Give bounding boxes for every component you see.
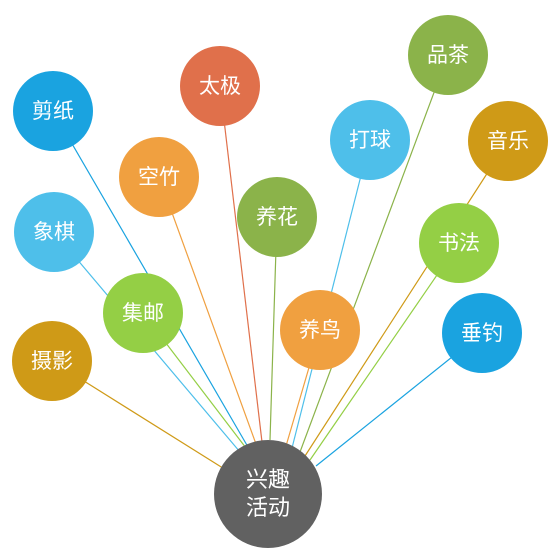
node-taiji[interactable]: 太极 bbox=[180, 46, 260, 126]
node-circle-taiji bbox=[180, 46, 260, 126]
node-label-taiji: 太极 bbox=[199, 74, 241, 98]
node-xiangqi[interactable]: 象棋 bbox=[14, 192, 94, 272]
node-circle-jianzhi bbox=[13, 71, 93, 151]
node-label-yinyue: 音乐 bbox=[487, 129, 529, 153]
node-shufa[interactable]: 书法 bbox=[419, 203, 499, 283]
node-label-shufa: 书法 bbox=[438, 231, 480, 255]
connector-yinyue bbox=[304, 140, 509, 457]
node-label-chuidiao: 垂钓 bbox=[461, 321, 503, 345]
node-label-sheying: 摄影 bbox=[31, 349, 73, 373]
node-circle-yanghua bbox=[237, 177, 317, 257]
node-label-jiyou: 集邮 bbox=[122, 301, 164, 325]
node-yanghua[interactable]: 养花 bbox=[237, 177, 317, 257]
node-label-xiangqi: 象棋 bbox=[33, 220, 75, 244]
node-kongzhu[interactable]: 空竹 bbox=[119, 137, 199, 217]
node-label-yanghua: 养花 bbox=[256, 205, 298, 229]
node-circle-kongzhu bbox=[119, 137, 199, 217]
node-circle-yangniao bbox=[280, 290, 360, 370]
node-circle-yinyue bbox=[468, 101, 548, 181]
center-node-label-line2: 活动 bbox=[246, 496, 290, 521]
node-circle-pincha bbox=[408, 15, 488, 95]
node-daqiu[interactable]: 打球 bbox=[330, 100, 410, 180]
node-label-daqiu: 打球 bbox=[349, 128, 391, 152]
node-jiyou[interactable]: 集邮 bbox=[103, 273, 183, 353]
node-yangniao[interactable]: 养鸟 bbox=[280, 290, 360, 370]
node-circle-xiangqi bbox=[14, 192, 94, 272]
node-chuidiao[interactable]: 垂钓 bbox=[442, 293, 522, 373]
connector-taiji bbox=[219, 85, 263, 443]
node-circle-shufa bbox=[419, 203, 499, 283]
node-yinyue[interactable]: 音乐 bbox=[468, 101, 548, 181]
node-circle-sheying bbox=[12, 321, 92, 401]
connector-pincha bbox=[299, 54, 449, 453]
center-node-interest-activities[interactable]: 兴趣 活动 bbox=[214, 440, 322, 548]
node-circle-jiyou bbox=[103, 273, 183, 353]
node-label-pincha: 品茶 bbox=[427, 43, 469, 67]
node-circle-daqiu bbox=[330, 100, 410, 180]
center-node-circle bbox=[214, 440, 322, 548]
node-label-kongzhu: 空竹 bbox=[138, 165, 180, 189]
node-label-yangniao: 养鸟 bbox=[299, 318, 341, 342]
node-label-jianzhi: 剪纸 bbox=[32, 99, 74, 123]
node-circle-chuidiao bbox=[442, 293, 522, 373]
center-node-label-line1: 兴趣 bbox=[246, 468, 290, 493]
node-pincha[interactable]: 品茶 bbox=[408, 15, 488, 95]
connector-shufa bbox=[309, 242, 460, 461]
node-jianzhi[interactable]: 剪纸 bbox=[13, 71, 93, 151]
connector-kongzhu bbox=[158, 176, 257, 445]
node-sheying[interactable]: 摄影 bbox=[12, 321, 92, 401]
